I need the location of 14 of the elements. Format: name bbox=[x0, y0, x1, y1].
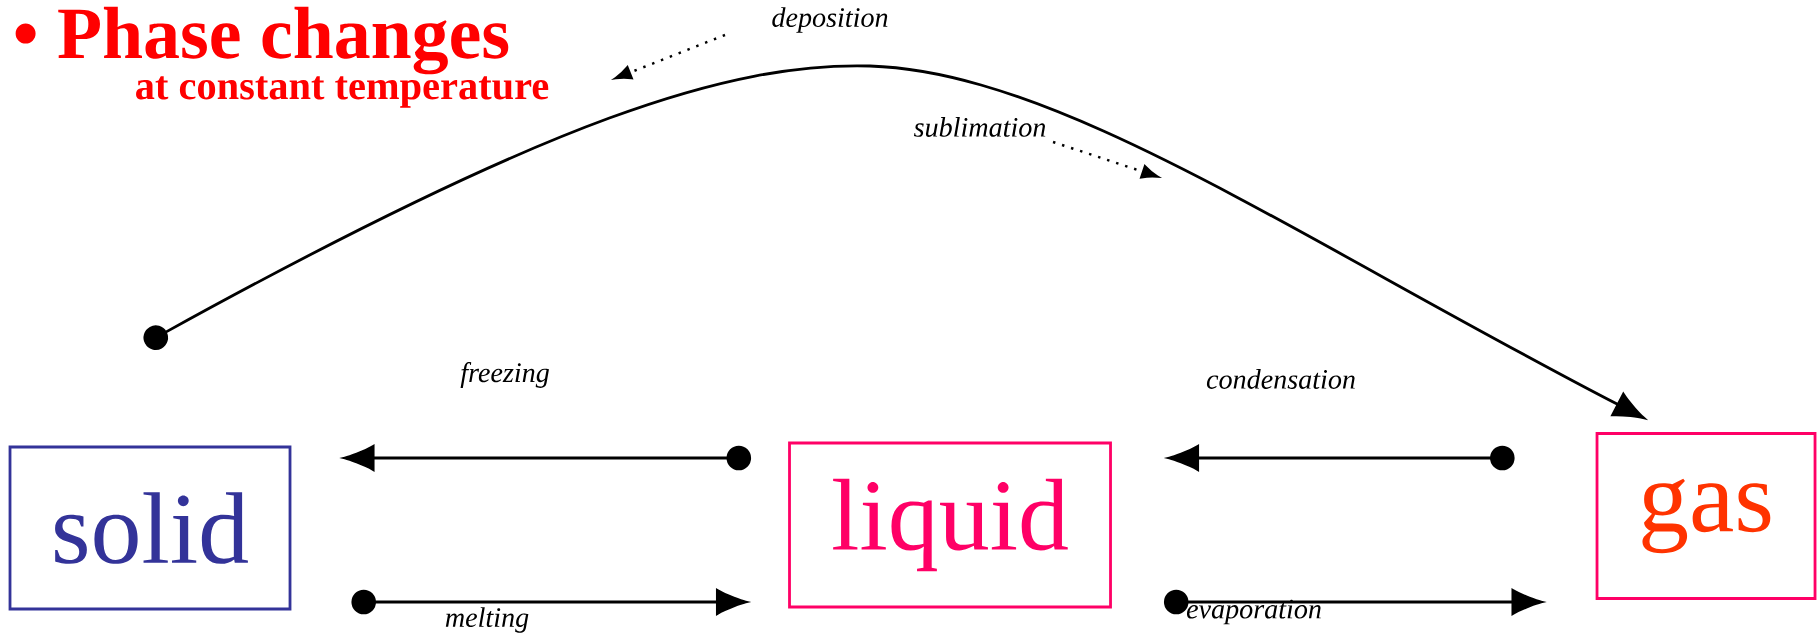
subtitle: at constant temperature bbox=[136, 76, 549, 108]
phase-box: solid bbox=[8, 445, 292, 611]
arrow bbox=[1167, 445, 1515, 471]
edge-label: sublimation bbox=[913, 117, 1046, 137]
edge-label: condensation bbox=[1206, 369, 1355, 389]
edge-label: melting bbox=[445, 607, 529, 633]
arrow bbox=[143, 64, 1645, 419]
phase-box: gas bbox=[1595, 432, 1817, 600]
process-label: deposition bbox=[772, 7, 888, 33]
title: • Phase changes bbox=[15, 6, 509, 75]
edge-label: evaporation bbox=[1186, 599, 1321, 625]
edge-label: freezing bbox=[460, 362, 549, 388]
phase-box: liquid bbox=[788, 441, 1112, 609]
arrow bbox=[351, 589, 748, 615]
